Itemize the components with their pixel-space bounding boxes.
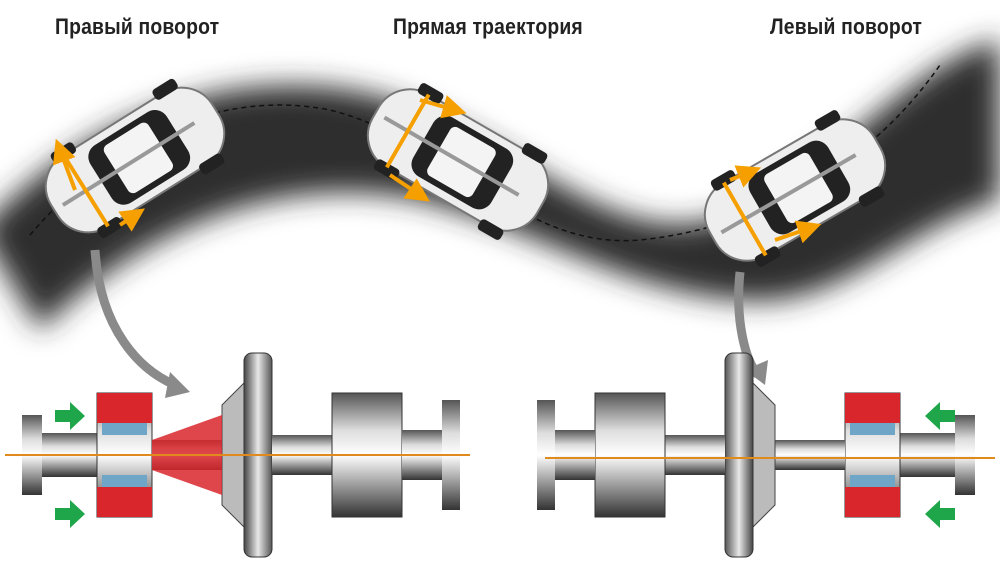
pointer-arrow-left [90, 249, 177, 390]
label-straight: Прямая траектория [393, 14, 583, 39]
torque-flow-lines [5, 454, 995, 459]
label-left-turn: Левый поворот [770, 14, 923, 39]
wheel-torque-arrows [52, 95, 822, 244]
clutch-pressure-arrows [55, 402, 955, 528]
differential-left-turn [536, 352, 976, 558]
label-right-turn: Правый поворот [55, 14, 220, 39]
